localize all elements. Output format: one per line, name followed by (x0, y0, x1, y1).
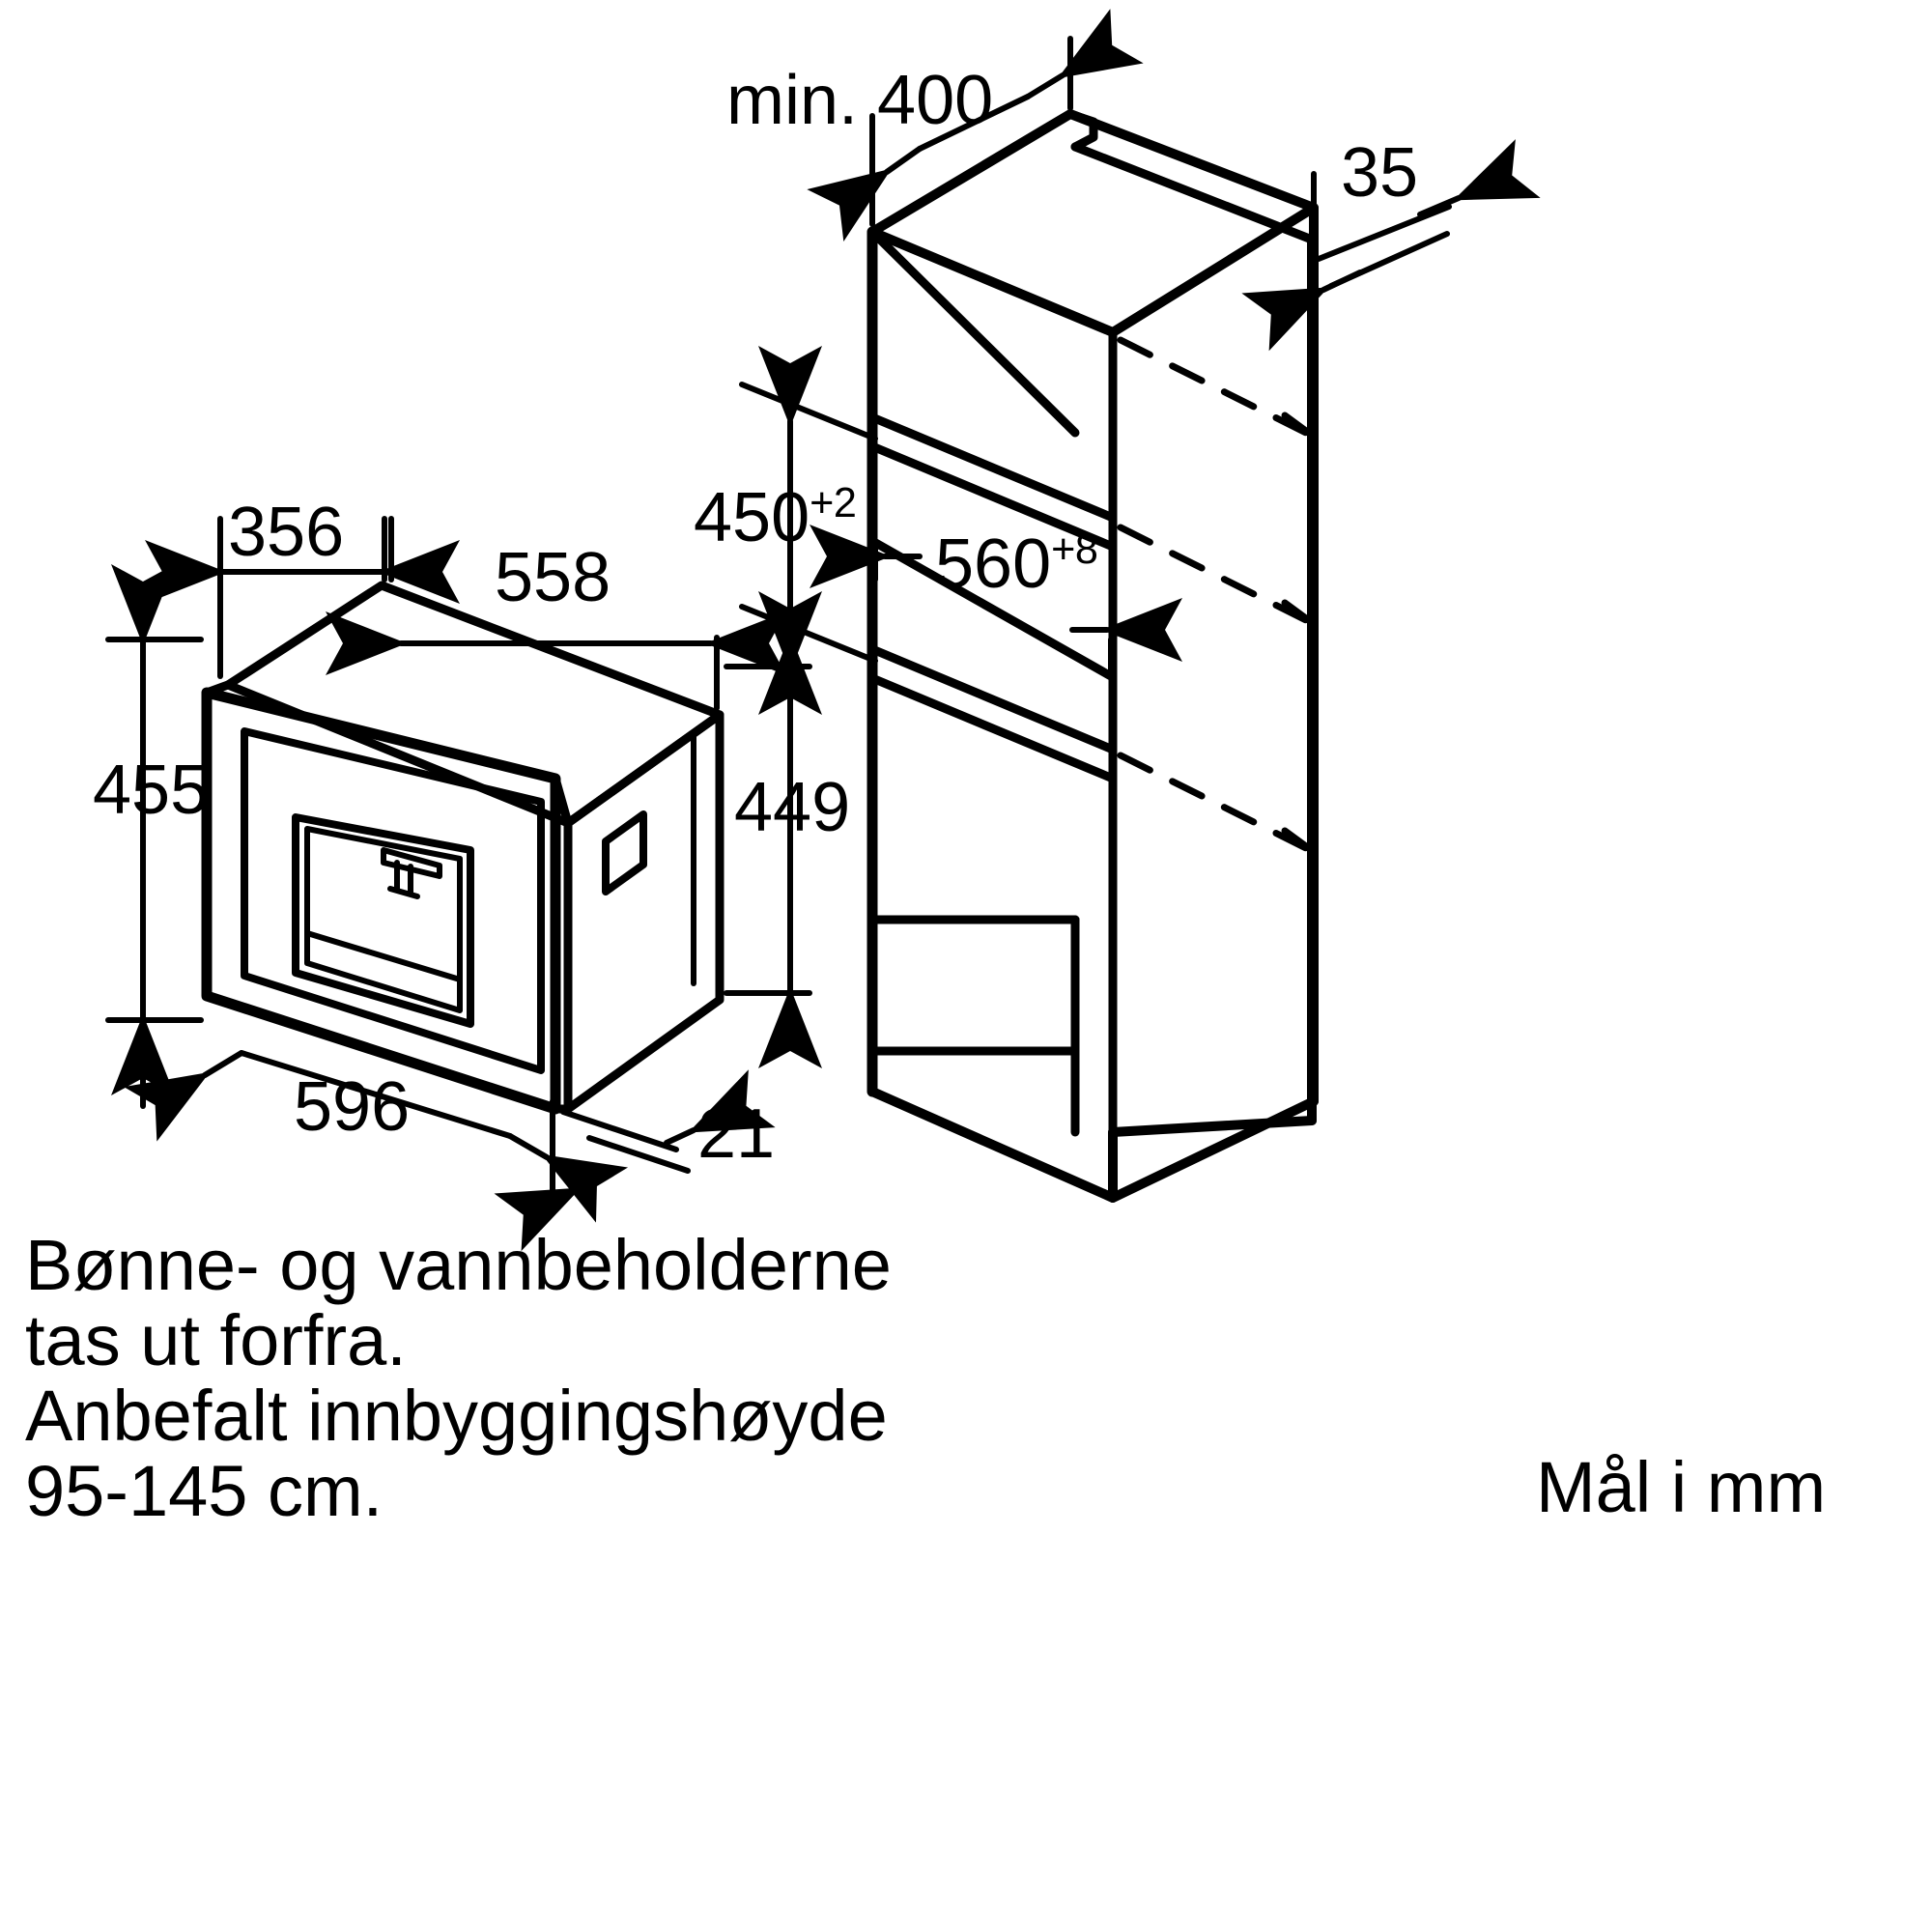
appliance-dispense-window-inner (304, 826, 463, 1013)
cabinet-depth-tick-marks (1281, 412, 1318, 856)
appliance-door-body (241, 727, 545, 1074)
dim-label-455: 455 (93, 752, 210, 829)
dim-560-value: 560 (935, 526, 1052, 603)
dim-label-450: 450+2 (694, 480, 857, 553)
dim-560 (810, 525, 1182, 679)
dim-label-356: 356 (228, 494, 345, 571)
dim-450 (739, 346, 878, 715)
dim-558 (326, 516, 786, 711)
cabinet-plinth (867, 1046, 1319, 1203)
dim-560-tolerance: +8 (1051, 526, 1098, 573)
dim-label-449: 449 (734, 769, 851, 846)
note-line-2: tas ut forfra. (25, 1300, 407, 1380)
appliance-side-face (551, 710, 724, 1114)
appliance-drip-tray (304, 930, 463, 982)
appliance-handle (602, 810, 647, 895)
dim-356 (145, 516, 460, 679)
dim-label-560: 560+8 (935, 526, 1098, 599)
cabinet-niche-diagonal (867, 536, 1116, 681)
appliance-dispense-window (292, 813, 474, 1028)
note-line-4: 95-145 cm. (25, 1451, 384, 1531)
dim-label-21: 21 (697, 1095, 776, 1173)
dim-min-400 (807, 9, 1144, 242)
cabinet-shelf-upper (867, 412, 1118, 552)
dim-label-558: 558 (495, 539, 611, 616)
dim-450-value: 450 (694, 479, 810, 556)
note-line-3: Anbefalt innbyggingshøyde (25, 1376, 888, 1456)
units-note: Mål i mm (1536, 1447, 1827, 1527)
cabinet-shelf-niche-bottom (867, 644, 1118, 783)
cabinet-right-outer-edge (1307, 203, 1319, 1125)
cabinet-bottom-compartment (867, 915, 1080, 1137)
dim-label-596: 596 (294, 1068, 411, 1146)
cabinet-depth-dashed-leaders (1117, 336, 1318, 856)
dim-596 (124, 1002, 629, 1223)
dim-label-min-400: min. 400 (726, 62, 994, 139)
dim-21 (494, 1069, 776, 1252)
appliance-coffee-spout (381, 847, 442, 899)
note-line-1: Bønne- og vannbeholderne (25, 1225, 892, 1305)
dim-455 (105, 564, 204, 1095)
appliance-front-frame (201, 687, 561, 1115)
cabinet-back-plane (867, 227, 1118, 337)
dim-label-35: 35 (1341, 134, 1419, 212)
dim-450-tolerance: +2 (810, 480, 857, 526)
cabinet-top-diagonal (867, 227, 1080, 438)
dim-35 (1241, 139, 1541, 352)
